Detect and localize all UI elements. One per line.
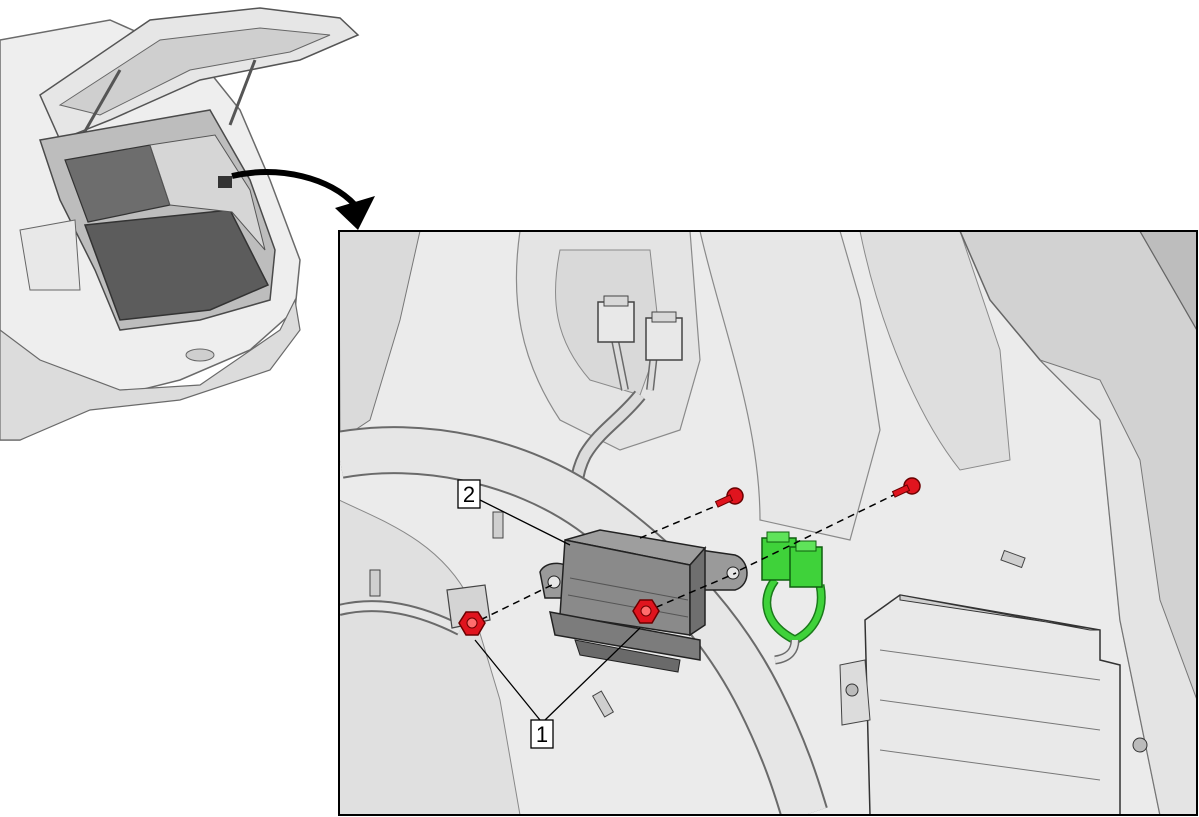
curved-arrow-icon [231, 169, 375, 230]
nut [458, 611, 486, 636]
svg-text:1: 1 [536, 722, 548, 747]
vehicle-overview-image [0, 7, 360, 441]
nut [632, 599, 660, 624]
highlighted-connector [761, 531, 826, 665]
stud [369, 511, 1026, 718]
detail-panel-border [338, 230, 1198, 816]
background-connector [597, 295, 683, 361]
callout-2: 2 [457, 479, 481, 509]
alignment-lines [469, 487, 909, 626]
detail-panel-image [339, 231, 1197, 815]
leader-lines [474, 499, 641, 721]
bolt [891, 477, 921, 498]
svg-text:2: 2 [463, 482, 475, 507]
module-location-marker [218, 176, 232, 188]
secondary-module [839, 594, 1148, 815]
bolt [714, 487, 744, 508]
callout-1: 1 [530, 719, 554, 749]
